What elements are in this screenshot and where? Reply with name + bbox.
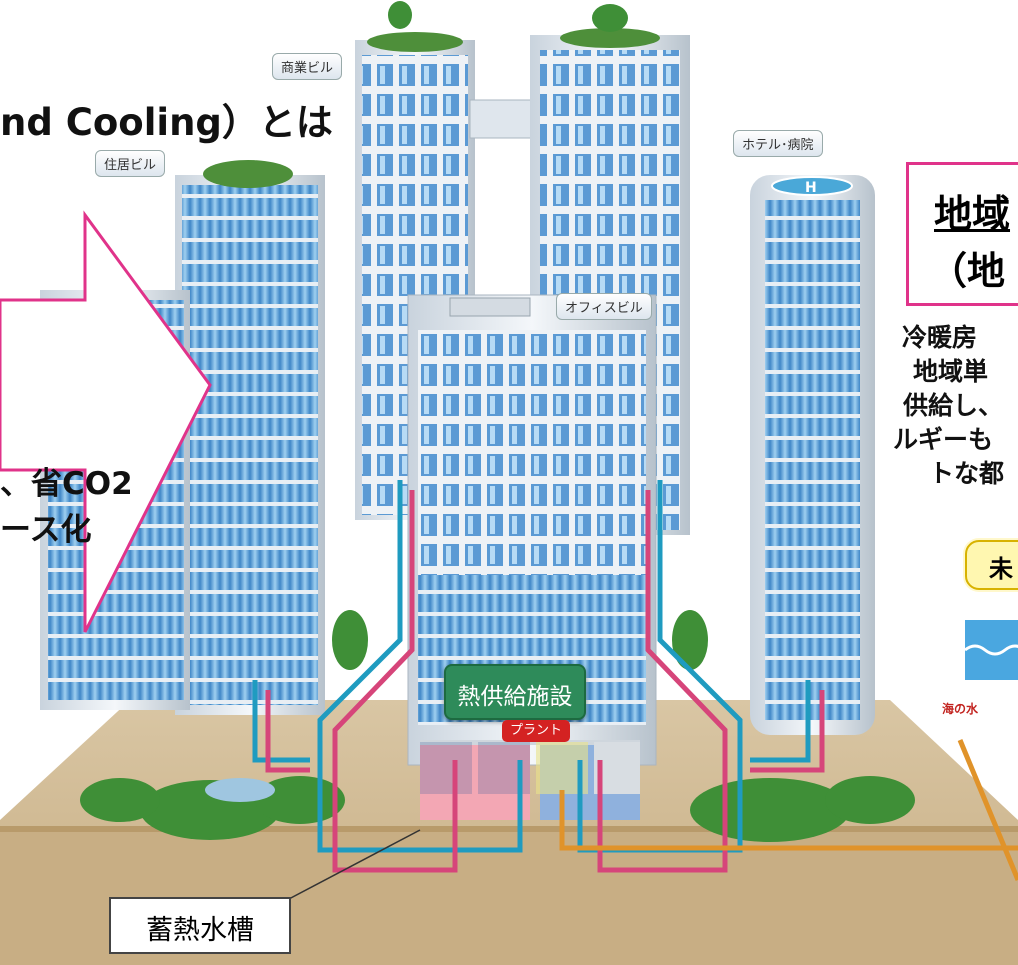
untapped-energy-pill: 未: [965, 540, 1018, 590]
description-line: トな都: [929, 459, 1005, 488]
sea: [964, 620, 1018, 680]
tank-leader-line: [286, 829, 421, 901]
description-line: 地域単: [913, 357, 989, 386]
heat-supply-facility-label: 熱供給施設: [444, 664, 586, 720]
description-line: 供給し、: [903, 391, 1004, 420]
plant-tag: プラント: [502, 720, 570, 742]
label-hotel-hospital: ホテル･病院: [733, 130, 823, 157]
label-residential-building: 住居ビル: [95, 150, 166, 177]
arrow-text-line-2: ース化: [0, 512, 92, 548]
pill-label: 未: [989, 555, 1013, 583]
description-line: 冷暖房: [902, 323, 978, 352]
definition-callout: 地域 （地: [906, 162, 1018, 306]
label-office-building: オフィスビル: [556, 293, 652, 320]
hotel-tower: H: [750, 175, 875, 735]
label-commercial-building: 商業ビル: [272, 53, 343, 80]
callout-line-1: 地域: [934, 192, 1011, 236]
pond: [205, 778, 275, 802]
pipes: [252, 480, 1018, 881]
sea-label: 海の水: [942, 702, 979, 716]
thermal-storage-tank-label: 蓄熱水槽: [109, 897, 291, 954]
page-title: nd Cooling）とは: [0, 101, 333, 144]
callout-line-2: （地: [929, 249, 1006, 293]
tank-label-text: 蓄熱水槽: [146, 915, 254, 946]
plant-label-text: 熱供給施設: [457, 684, 573, 710]
description-line: ルギーも: [893, 425, 994, 454]
pink-arrow: [0, 210, 212, 633]
svg-text:H: H: [805, 180, 817, 196]
arrow-text-line-1: 、省CO2: [0, 466, 133, 502]
